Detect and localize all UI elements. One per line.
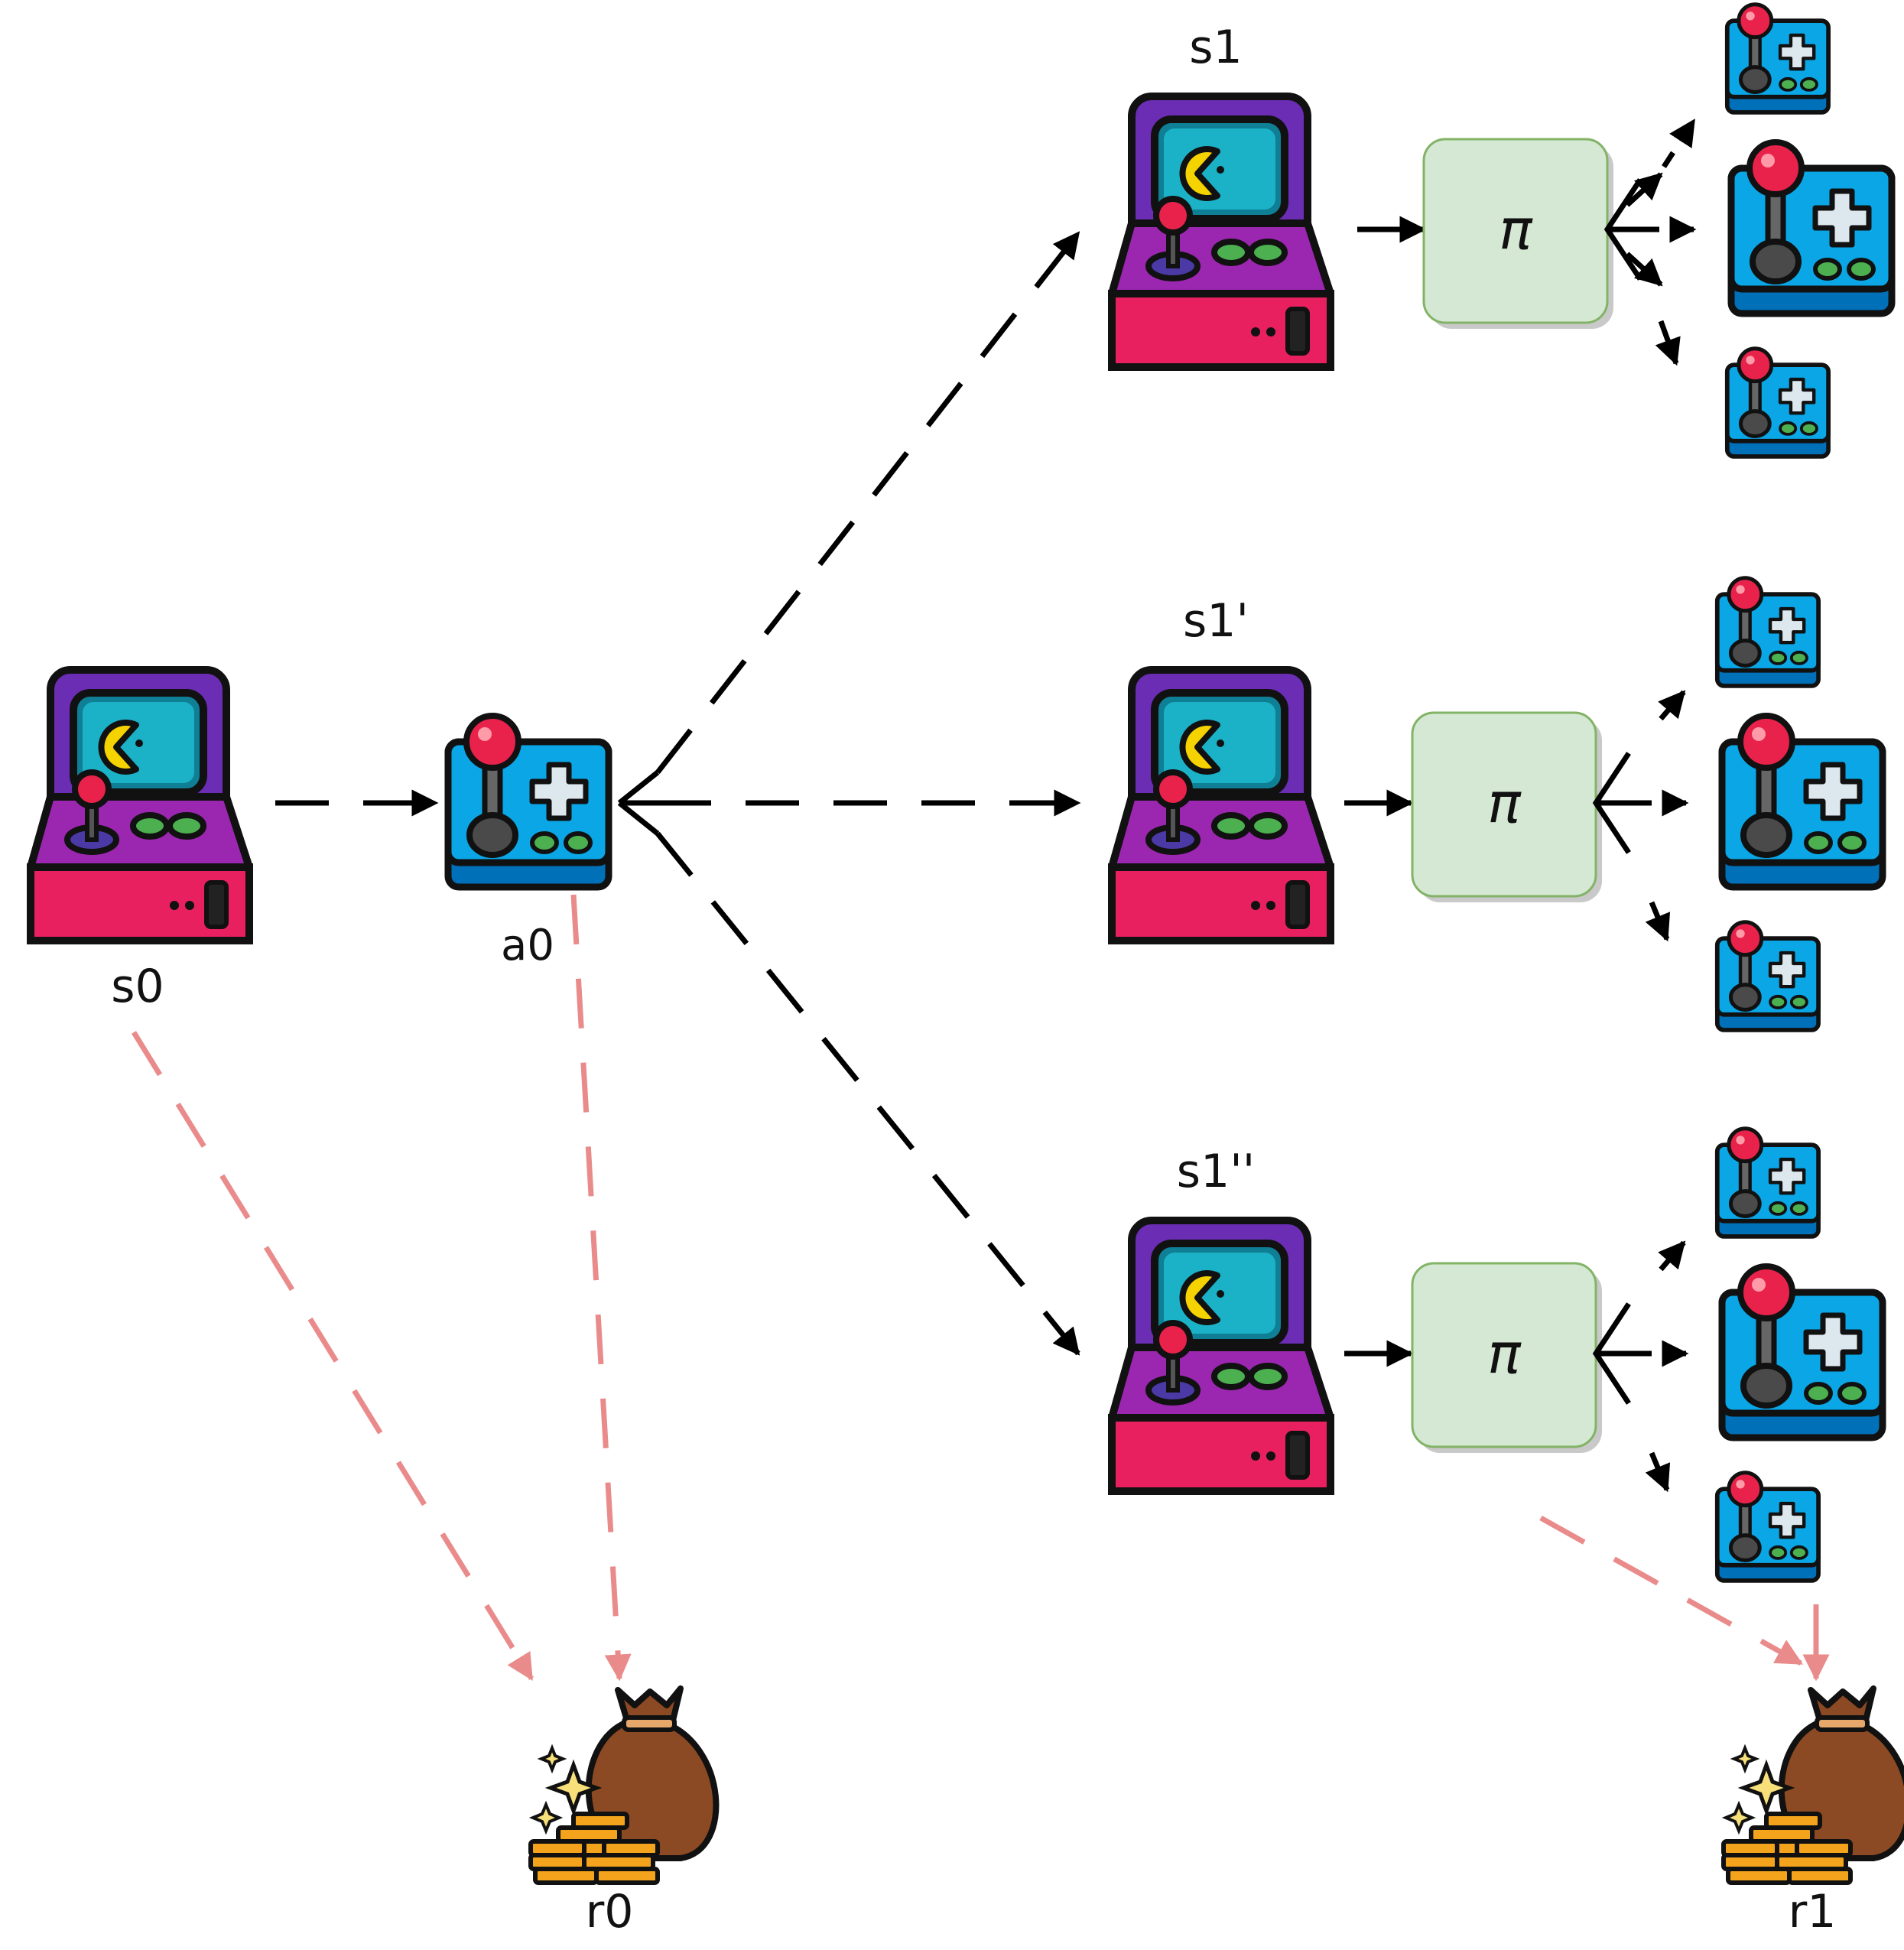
label-s1-prime: s1'	[1183, 594, 1249, 648]
policy-row-s1p: π	[1344, 690, 1689, 942]
joystick-controller-icon	[1727, 5, 1828, 112]
policy-row-s1: π	[1357, 119, 1697, 366]
joystick-controller-icon	[1717, 578, 1818, 686]
label-r1: r1	[1789, 1885, 1837, 1939]
label-s0: s0	[111, 960, 164, 1013]
arcade-cabinet-icon	[1112, 96, 1331, 367]
joystick-controller-icon	[1731, 142, 1892, 314]
joystick-controller-icon	[1722, 716, 1883, 887]
joystick-controller-icon	[1717, 922, 1818, 1030]
label-a0: a0	[501, 921, 554, 970]
joystick-controller-icon	[1717, 1129, 1818, 1237]
label-s1: s1	[1189, 21, 1242, 74]
policy-symbol: π	[1499, 197, 1533, 262]
arrow-s0-to-r0	[132, 1031, 534, 1681]
arcade-cabinet-icon	[1112, 1220, 1331, 1491]
arrow-a0-to-s1pp	[655, 831, 1080, 1356]
arrow-a0-to-r0	[570, 894, 632, 1682]
policy-symbol: π	[1487, 771, 1522, 835]
label-s1-double-prime: s1''	[1177, 1145, 1255, 1198]
transition-arrows	[275, 231, 1081, 1356]
joystick-controller-icon	[1727, 349, 1828, 457]
joystick-controller-icon	[1722, 1266, 1883, 1438]
label-r0: r0	[586, 1885, 634, 1939]
arcade-cabinet-icon	[31, 670, 249, 941]
joystick-controller-icon	[1717, 1473, 1818, 1581]
arcade-cabinet-icon	[1112, 670, 1331, 941]
a0-fan-lines	[617, 770, 660, 836]
money-bag-coins-icon	[1724, 1688, 1904, 1883]
arrow-a0-to-s1	[655, 231, 1080, 775]
money-bag-coins-icon	[531, 1688, 716, 1883]
joystick-controller-icon	[448, 716, 609, 887]
arrow-s1pp-to-r1	[1539, 1515, 1804, 1666]
policy-symbol: π	[1487, 1321, 1522, 1386]
reward-arrows	[132, 894, 1830, 1682]
policy-row-s1pp: π	[1344, 1240, 1689, 1493]
